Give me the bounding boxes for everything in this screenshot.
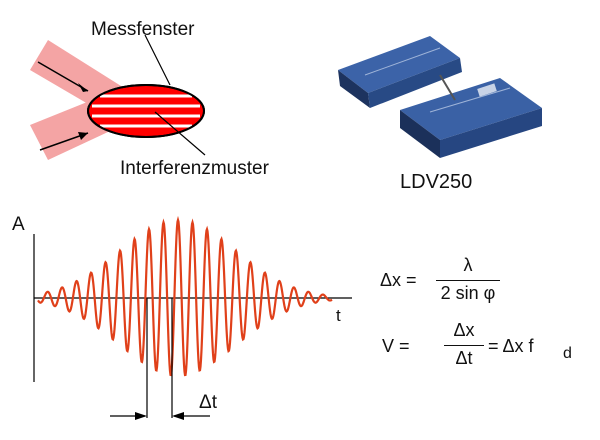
upper-beam-arrow	[37, 61, 89, 92]
pattern-leader-line	[154, 111, 206, 156]
eq1-denominator: 2 sin φ	[440, 283, 496, 303]
window-label: Messfenster	[91, 19, 195, 40]
x-axis-label: t	[336, 306, 341, 325]
device-upper-unit	[338, 36, 462, 108]
eq2-rhs: = Δx f	[488, 336, 534, 356]
y-axis-label: A	[12, 214, 25, 235]
eq2-rhs-subscript: d	[563, 345, 572, 362]
burst-signal	[37, 215, 333, 377]
eq2-lhs: V =	[382, 336, 410, 356]
pattern-label: Interferenzmuster	[120, 158, 269, 179]
eq2-fraction-bar	[444, 345, 484, 346]
period-label: Δt	[199, 392, 217, 413]
eq1-fraction-bar	[436, 280, 500, 281]
interference-fringes	[92, 94, 200, 128]
eq1-lhs: Δx =	[380, 270, 417, 290]
device-caption: LDV250	[400, 171, 473, 193]
window-leader-line	[144, 34, 171, 86]
device-lower-unit	[400, 78, 542, 158]
eq2-denominator: Δt	[455, 348, 473, 368]
eq1-numerator: λ	[463, 255, 473, 275]
eq2-numerator: Δx	[453, 320, 475, 340]
